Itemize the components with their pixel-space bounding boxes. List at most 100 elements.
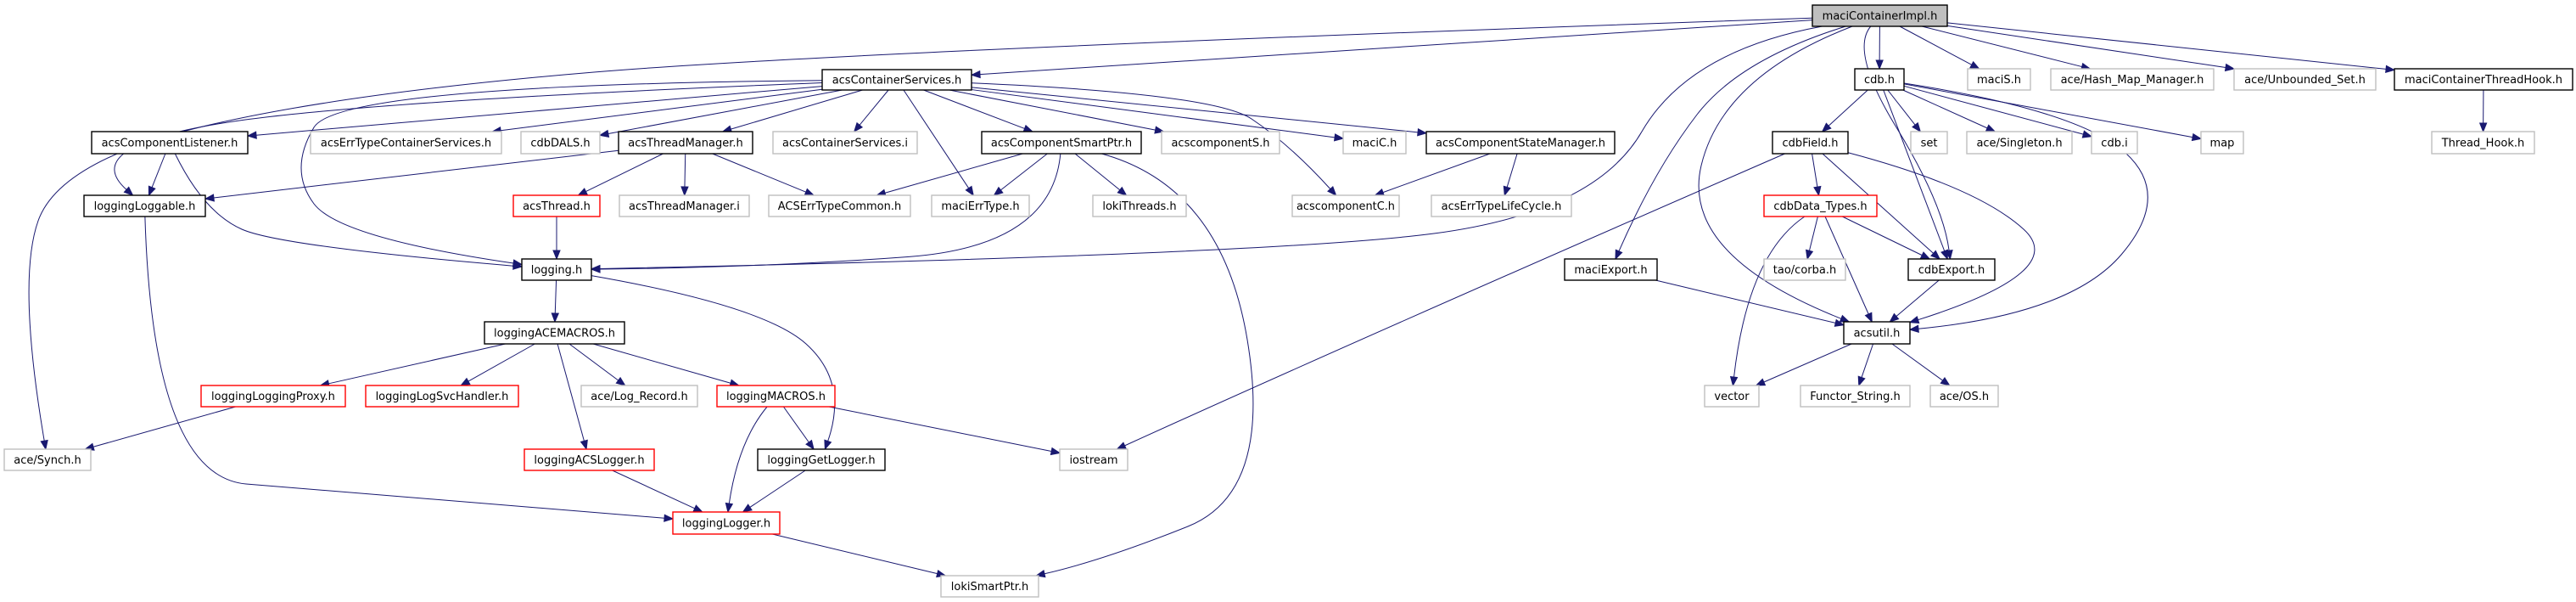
- node-acsComponentListener[interactable]: acsComponentListener.h: [91, 131, 249, 155]
- node-box: [1812, 4, 1948, 27]
- node-label: maciExport.h: [1574, 264, 1647, 277]
- node-cdb[interactable]: cdb.h: [1854, 68, 1905, 91]
- node-loggingLoggable[interactable]: loggingLoggable.h: [83, 194, 206, 217]
- node-acsutil[interactable]: acsutil.h: [1843, 321, 1911, 345]
- node-box: [2431, 131, 2535, 155]
- arrowhead-icon: [1327, 186, 1337, 196]
- edge-loggingACEMACROS-to-loggingACSLogger: [557, 343, 588, 451]
- node-label: maciContainerThreadHook.h: [2405, 74, 2562, 87]
- arrowhead-icon: [615, 376, 626, 386]
- edge-acsContainerServices-to-acscomponentS: [949, 89, 1165, 134]
- edge-acsThread-to-logging: [552, 217, 561, 261]
- arrowhead-icon: [1116, 442, 1127, 450]
- edge-acsContainerServices-to-acsComponentSmartPtr: [923, 89, 1034, 132]
- node-box: [931, 194, 1030, 217]
- node-label: acsutil.h: [1854, 328, 1901, 340]
- node-acsComponentStateManager[interactable]: acsComponentStateManager.h: [1425, 131, 1616, 155]
- node-loggingLoggingProxy[interactable]: loggingLoggingProxy.h: [200, 385, 346, 408]
- edge-loggingMACROS-to-loggingLogger: [725, 406, 768, 514]
- node-cdbExport[interactable]: cdbExport.h: [1907, 258, 1996, 281]
- node-cdbDataTypes[interactable]: cdbData_Types.h: [1763, 194, 1878, 217]
- arrowhead-icon: [1813, 185, 1822, 197]
- node-box: [768, 194, 911, 217]
- edge-line: [599, 25, 1823, 269]
- edge-line: [1124, 153, 1785, 447]
- node-loggingACEMACROS[interactable]: loggingACEMACROS.h: [484, 321, 625, 345]
- node-aceSynch: ace/Synch.h: [3, 448, 92, 471]
- arrowhead-icon: [2224, 63, 2236, 72]
- edge-line: [884, 153, 1023, 194]
- node-box: [1291, 194, 1400, 217]
- node-label: maciErrType.h: [941, 200, 1019, 213]
- edge-line: [1903, 82, 2148, 329]
- edge-acsutil-to-vector: [1755, 343, 1852, 386]
- node-logging[interactable]: logging.h: [521, 258, 592, 281]
- node-box: [524, 448, 655, 471]
- node-box: [1910, 131, 1948, 155]
- node-lokiThreads: lokiThreads.h: [1092, 194, 1187, 217]
- arrowhead-icon: [552, 250, 561, 261]
- node-box: [821, 69, 972, 91]
- node-loggingGetLogger[interactable]: loggingGetLogger.h: [757, 448, 886, 471]
- node-loggingACSLogger[interactable]: loggingACSLogger.h: [524, 448, 655, 471]
- arrowhead-icon: [246, 131, 257, 139]
- node-maciExport[interactable]: maciExport.h: [1564, 258, 1658, 281]
- node-acsThreadManagerI: acsThreadManager.i: [619, 194, 750, 217]
- edge-line: [1000, 153, 1048, 191]
- arrowhead-icon: [512, 262, 524, 270]
- node-acsContainerServices[interactable]: acsContainerServices.h: [821, 69, 972, 91]
- node-box: [672, 511, 781, 535]
- node-label: acsContainerServices.h: [832, 75, 962, 87]
- node-label: acscomponentC.h: [1296, 200, 1395, 213]
- edge-line: [1887, 89, 1916, 126]
- arrowhead-icon: [551, 312, 560, 324]
- edge-line: [859, 89, 889, 126]
- arrowhead-icon: [1969, 60, 1980, 70]
- node-box: [83, 194, 206, 217]
- node-acscomponentS: acscomponentS.h: [1161, 131, 1280, 155]
- edge-cdb-to-acsutil: [1903, 82, 2148, 333]
- node-acsThreadManager[interactable]: acsThreadManager.h: [618, 131, 753, 155]
- node-acsComponentSmartPtr[interactable]: acsComponentSmartPtr.h: [981, 131, 1142, 155]
- node-label: acsThreadManager.h: [628, 138, 743, 150]
- node-maciContainerThreadHook[interactable]: maciContainerThreadHook.h: [2394, 68, 2573, 91]
- node-threadHook: Thread_Hook.h: [2431, 131, 2535, 155]
- node-label: cdbField.h: [1782, 138, 1838, 150]
- node-taoCorba: tao/corba.h: [1763, 258, 1846, 281]
- node-aceOS: ace/OS.h: [1929, 385, 1999, 408]
- edge-line: [468, 343, 535, 382]
- edge-line: [151, 153, 166, 188]
- edge-acsContainerServices-to-acsComponentListener: [246, 86, 823, 139]
- edge-loggingGetLogger-to-loggingLogger: [742, 470, 806, 513]
- node-loggingLogSvcHandler[interactable]: loggingLogSvcHandler.h: [365, 385, 519, 408]
- edge-cdbField-to-cdbExport: [1822, 153, 1941, 260]
- edge-logging-to-loggingACEMACROS: [551, 279, 560, 324]
- node-maciContainerImpl[interactable]: maciContainerImpl.h: [1812, 4, 1948, 27]
- node-label: acsComponentSmartPtr.h: [991, 138, 1132, 150]
- node-label: loggingACSLogger.h: [534, 454, 644, 467]
- edge-acsThreadManager-to-ACSErrTypeCommon: [712, 153, 815, 196]
- edge-line: [1382, 153, 1491, 194]
- edge-line: [1733, 216, 1806, 378]
- node-cdbField[interactable]: cdbField.h: [1772, 131, 1849, 155]
- arrowhead-icon: [1834, 318, 1845, 327]
- edge-maciContainerImpl-to-cdb: [1875, 25, 1884, 70]
- node-label: loggingLogSvcHandler.h: [376, 391, 509, 403]
- edge-line: [772, 533, 938, 575]
- edge-line: [300, 80, 823, 264]
- edge-line: [213, 149, 619, 199]
- arrowhead-icon: [1908, 316, 1920, 324]
- node-label: acsComponentListener.h: [102, 138, 238, 150]
- node-acsThread[interactable]: acsThread.h: [512, 194, 601, 217]
- node-loggingLogger[interactable]: loggingLogger.h: [672, 511, 781, 535]
- edge-loggingMACROS-to-loggingGetLogger: [783, 406, 815, 451]
- edge-acsContainerServices-to-acsContainerServicesI: [853, 89, 889, 133]
- edge-maciExport-to-acsutil: [1655, 279, 1845, 327]
- arrowhead-icon: [1919, 251, 1931, 260]
- edge-line: [1883, 89, 1946, 251]
- node-box: [1059, 448, 1128, 471]
- edge-cdb-to-cdbI: [1903, 85, 2093, 138]
- node-loggingMACROS[interactable]: loggingMACROS.h: [716, 385, 836, 408]
- node-box: [2200, 131, 2244, 155]
